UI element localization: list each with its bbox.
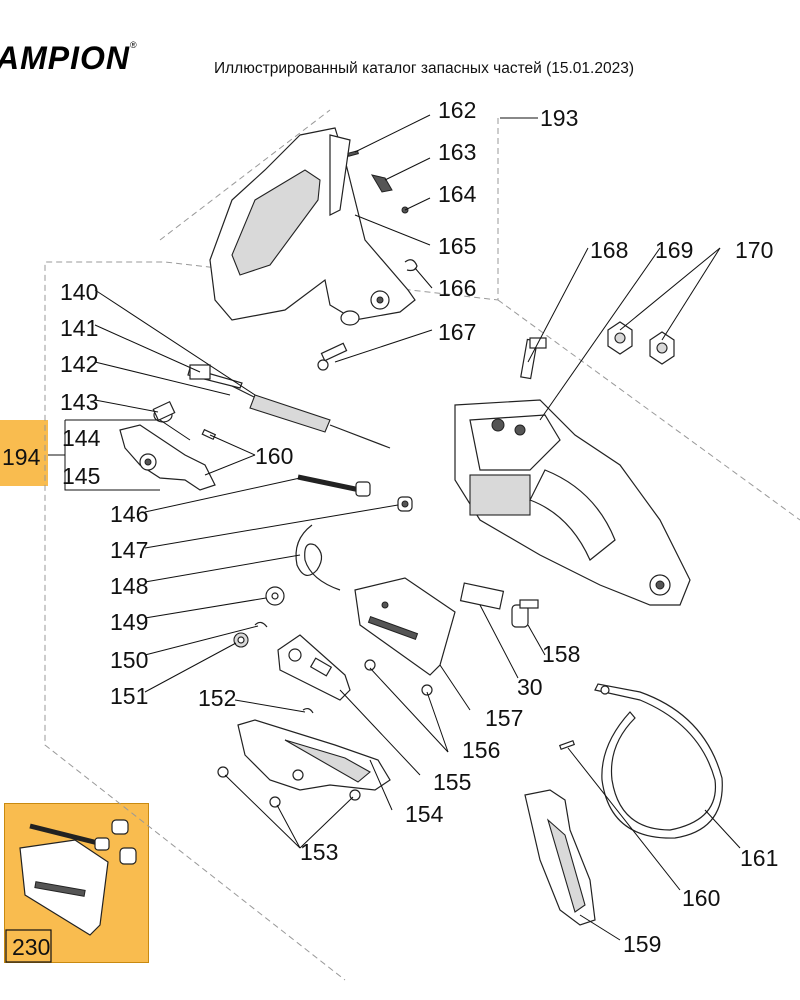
screw-156-a xyxy=(364,659,376,671)
bushing-147 xyxy=(397,496,413,512)
clip-152 xyxy=(302,707,314,714)
pin-160-b xyxy=(558,739,576,751)
callout-145: 145 xyxy=(62,463,100,489)
cover-plate-154 xyxy=(237,719,391,791)
callout-160-a: 160 xyxy=(255,443,293,469)
callout-165: 165 xyxy=(438,233,476,259)
nut-170-a xyxy=(607,321,633,355)
callout-161: 161 xyxy=(740,845,778,871)
bracket-155 xyxy=(277,634,351,701)
spring-148 xyxy=(295,524,341,591)
washer-151 xyxy=(233,632,249,648)
callout-156: 156 xyxy=(462,737,500,763)
callout-154: 154 xyxy=(405,801,444,827)
callout-30: 30 xyxy=(517,674,543,700)
stud-168 xyxy=(520,337,547,380)
brand-logo: AMPION® xyxy=(0,40,138,76)
callout-164: 164 xyxy=(438,181,477,207)
assembly-230-label: 230 xyxy=(12,934,50,960)
spring-clip-166 xyxy=(404,259,418,272)
nut-170-b xyxy=(649,331,675,365)
callout-148: 148 xyxy=(110,573,148,599)
assembly-194-box[interactable] xyxy=(0,420,48,486)
chain-catcher-159 xyxy=(524,789,596,926)
assembly-230-label-box xyxy=(5,929,52,963)
pin-160-small xyxy=(201,428,217,441)
callout-193: 193 xyxy=(540,105,578,131)
lever-144-145 xyxy=(119,424,216,491)
bolt-167 xyxy=(317,342,348,371)
callout-140: 140 xyxy=(60,279,98,305)
callout-163: 163 xyxy=(438,139,476,165)
callout-149: 149 xyxy=(110,609,148,635)
clip-150 xyxy=(254,621,268,628)
rod-142 xyxy=(187,364,243,389)
callout-166: 166 xyxy=(438,275,476,301)
callout-168: 168 xyxy=(590,237,628,263)
bushing-143 xyxy=(152,400,176,423)
screw-153-a xyxy=(217,766,229,778)
leader-lines xyxy=(48,114,741,941)
callout-147: 147 xyxy=(110,537,148,563)
group-outline-right xyxy=(497,299,800,521)
callout-142: 142 xyxy=(60,351,98,377)
clip-163 xyxy=(370,174,393,193)
screw-158 xyxy=(511,599,539,628)
callout-153: 153 xyxy=(300,839,338,865)
washer-149 xyxy=(265,586,285,606)
callout-150: 150 xyxy=(110,647,148,673)
callout-159: 159 xyxy=(623,931,661,957)
callout-151: 151 xyxy=(110,683,148,709)
callout-155: 155 xyxy=(433,769,471,795)
callout-169: 169 xyxy=(655,237,693,263)
callout-158: 158 xyxy=(542,641,580,667)
assembly-230-parts xyxy=(19,819,137,936)
screw-153-b xyxy=(269,796,281,808)
callout-157: 157 xyxy=(485,705,523,731)
sprocket-cover-169 xyxy=(454,399,691,606)
assembly-194-label: 194 xyxy=(2,444,41,470)
callout-144: 144 xyxy=(62,425,101,451)
callout-160-b: 160 xyxy=(682,885,720,911)
callout-170: 170 xyxy=(735,237,773,263)
callout-167: 167 xyxy=(438,319,476,345)
callout-143: 143 xyxy=(60,389,98,415)
pin-146 xyxy=(297,474,371,497)
callout-141: 141 xyxy=(60,315,98,341)
spring-140 xyxy=(219,379,391,449)
adjuster-30 xyxy=(459,582,505,610)
callout-146: 146 xyxy=(110,501,148,527)
brake-band-161 xyxy=(594,683,723,839)
callout-152: 152 xyxy=(198,685,236,711)
group-outline xyxy=(44,118,499,981)
screw-156-b xyxy=(421,684,433,696)
callout-labels: 193 162 163 164 165 166 167 168 169 170 … xyxy=(2,97,778,960)
catalog-title: Иллюстрированный каталог запасных частей… xyxy=(214,60,634,77)
callout-162: 162 xyxy=(438,97,476,123)
group-outline-mid xyxy=(159,109,331,241)
chain-brake-handle xyxy=(209,127,416,326)
